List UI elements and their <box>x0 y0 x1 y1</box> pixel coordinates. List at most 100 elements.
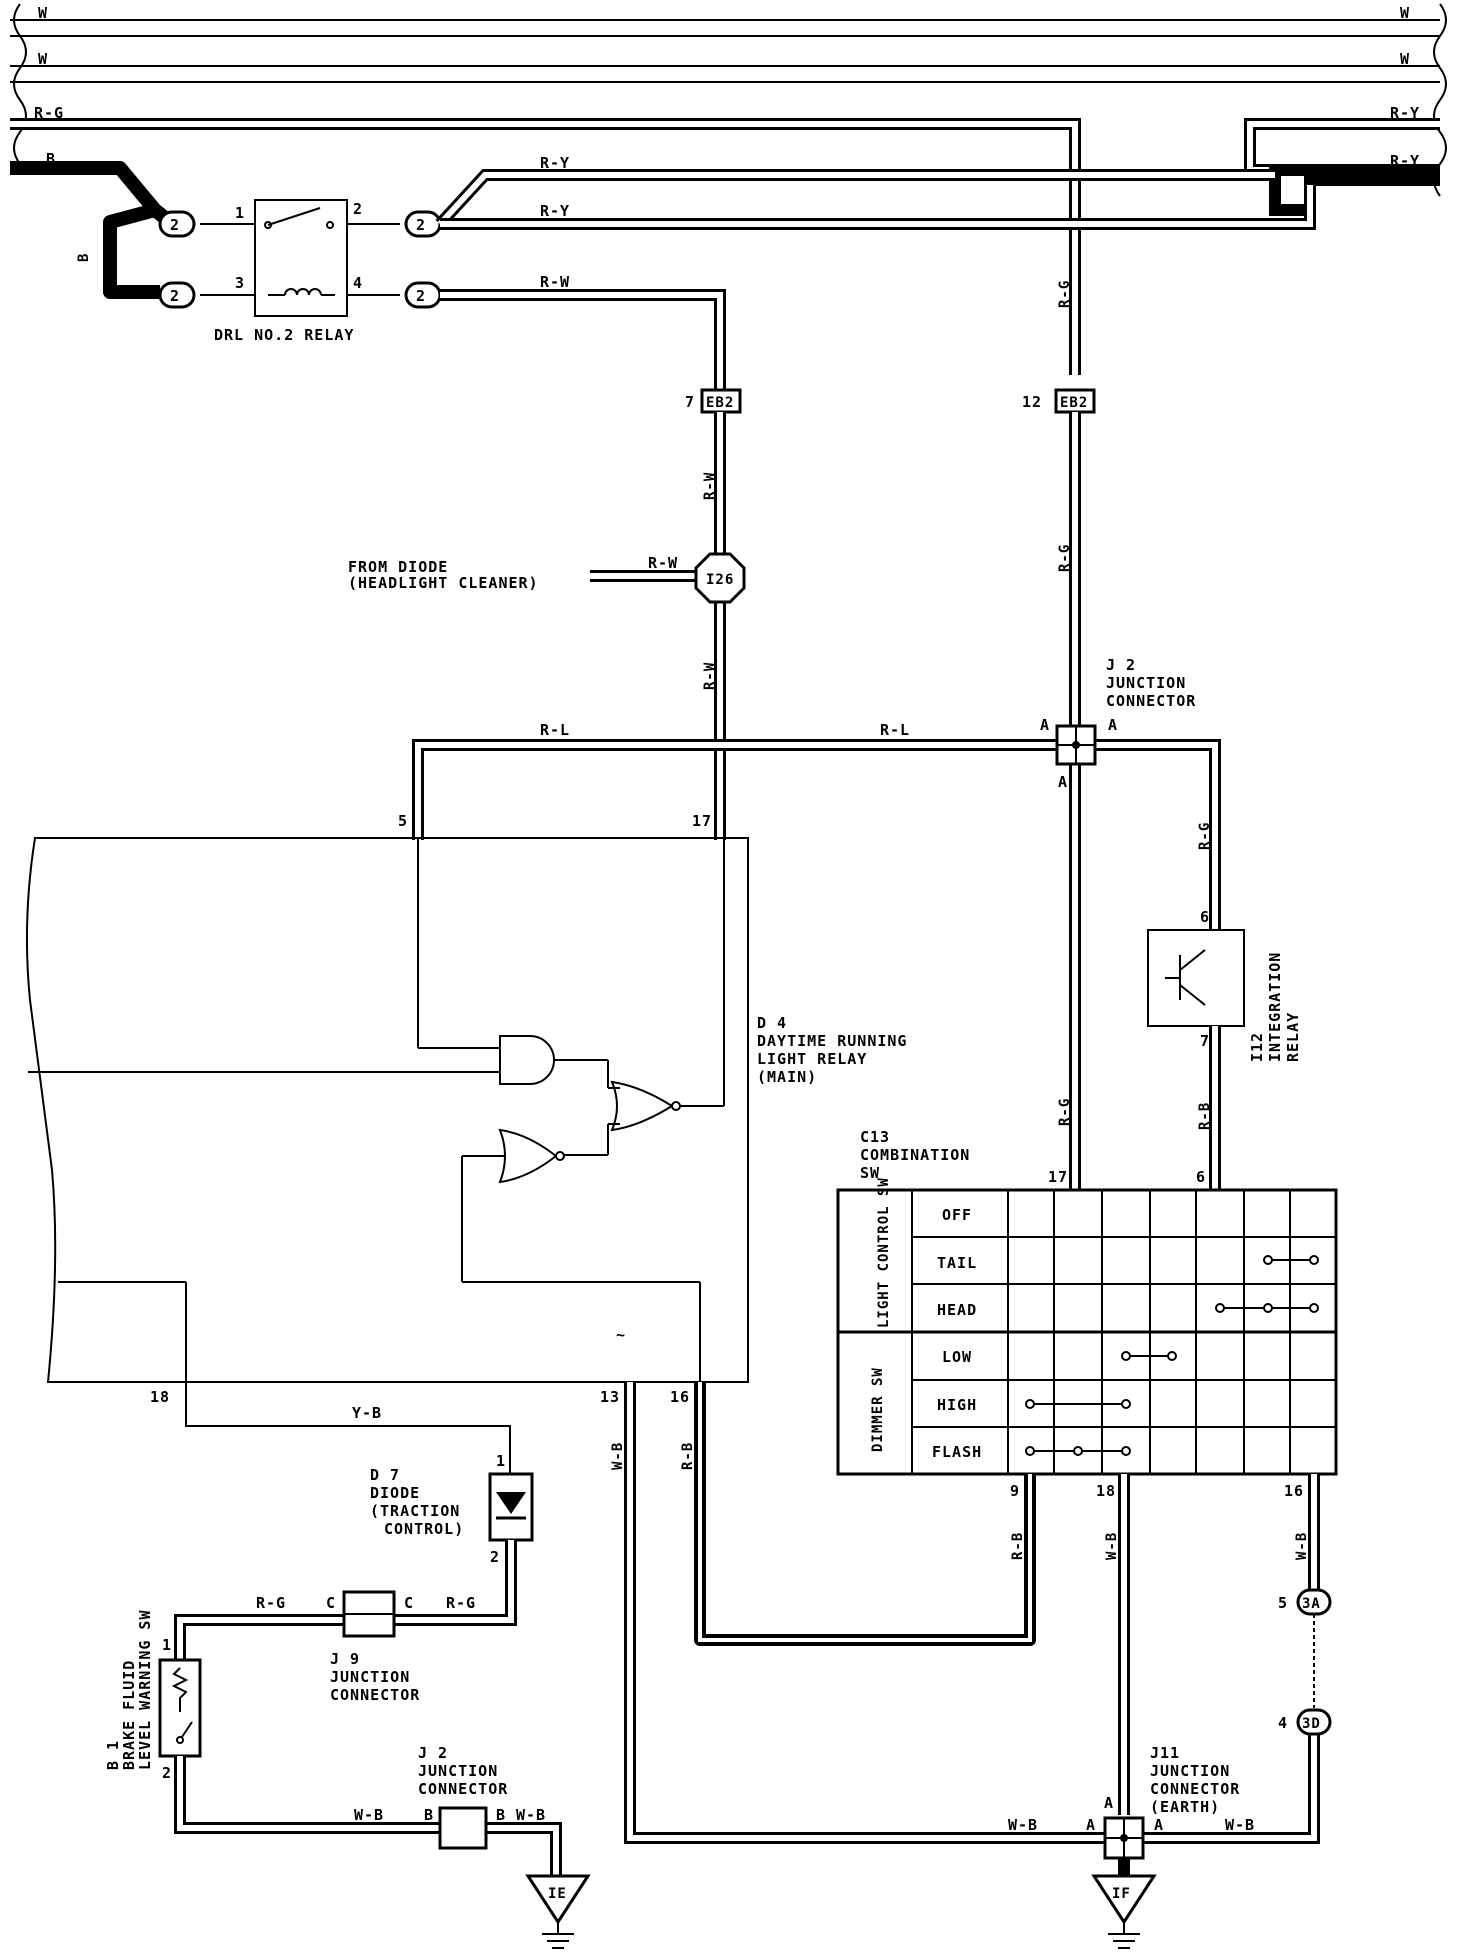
i12-integration-relay: 6 7 I12 INTEGRATION RELAY <box>1147 908 1302 1062</box>
c13-contacts <box>1025 1255 1319 1456</box>
relay-pin: 2 <box>353 200 363 218</box>
c13-row-label: FLASH <box>932 1443 982 1461</box>
svg-text:1: 1 <box>162 1636 172 1654</box>
svg-text:17: 17 <box>1048 1168 1068 1186</box>
svg-text:JUNCTION: JUNCTION <box>418 1762 498 1780</box>
svg-text:J 2: J 2 <box>1106 656 1136 674</box>
svg-text:(HEADLIGHT CLEANER): (HEADLIGHT CLEANER) <box>348 574 539 592</box>
wire-label: R-W <box>540 273 570 291</box>
svg-text:R-B: R-B <box>1010 1532 1026 1560</box>
svg-text:LEVEL WARNING SW: LEVEL WARNING SW <box>136 1610 154 1771</box>
connector-3d: 3D 4 <box>1278 1708 1332 1736</box>
svg-text:B: B <box>496 1806 506 1824</box>
svg-text:I12: I12 <box>1248 1032 1266 1062</box>
svg-text:J 9: J 9 <box>330 1650 360 1668</box>
r-l-wire: R-L R-L R-G <box>412 721 1221 945</box>
svg-text:13: 13 <box>600 1388 620 1406</box>
svg-text:JUNCTION: JUNCTION <box>1150 1762 1230 1780</box>
svg-text:6: 6 <box>1196 1168 1206 1186</box>
j2-junction-connector-bottom: B B J 2 JUNCTION CONNECTOR <box>418 1744 508 1850</box>
c13-combination-switch: C13 COMBINATION SW 17 6 9 18 16 OFF TAIL… <box>836 1128 1338 1500</box>
svg-text:B 1: B 1 <box>104 1740 122 1770</box>
svg-text:16: 16 <box>670 1388 690 1406</box>
relay-label: DRL NO.2 RELAY <box>214 326 354 344</box>
wire-label: R-Y <box>1390 104 1420 122</box>
svg-text:4: 4 <box>1278 1714 1288 1732</box>
c13-row-label: OFF <box>942 1206 972 1224</box>
connector-eb2-right: EB2 12 <box>1022 388 1096 414</box>
relay-output-wires: R-Y R-Y R-W <box>435 154 1316 390</box>
svg-text:A: A <box>1040 716 1050 734</box>
svg-text:W-B: W-B <box>354 1806 384 1824</box>
svg-text:W-B: W-B <box>1008 1816 1038 1834</box>
wire-label: R-Y <box>540 202 570 220</box>
svg-text:R-G: R-G <box>256 1594 286 1612</box>
r-g-vertical: R-G R-G R-G <box>1057 280 1081 1190</box>
svg-text:16: 16 <box>1284 1482 1304 1500</box>
wire-label: B <box>76 253 92 262</box>
svg-text:18: 18 <box>1096 1482 1116 1500</box>
svg-text:9: 9 <box>1010 1482 1020 1500</box>
svg-text:W-B: W-B <box>516 1806 546 1824</box>
ground-ie: IE <box>525 1874 591 1949</box>
svg-text:1: 1 <box>496 1452 506 1470</box>
relay-pin: 3 <box>235 274 245 292</box>
svg-text:LIGHT RELAY: LIGHT RELAY <box>757 1050 867 1068</box>
svg-text:CONNECTOR: CONNECTOR <box>1106 692 1196 710</box>
svg-text:R-W: R-W <box>702 662 718 690</box>
svg-text:R-G: R-G <box>1197 822 1213 850</box>
j11-junction-connector-earth: A A A J11 JUNCTION CONNECTOR (EARTH) <box>1086 1744 1239 1860</box>
r-w-vertical: R-W R-W R-W FROM DIODE (HEADLIGHT CLEANE… <box>348 412 726 840</box>
svg-text:12: 12 <box>1022 393 1042 411</box>
wire-label: R-Y <box>1390 152 1420 170</box>
c13-row-label: LOW <box>942 1348 972 1366</box>
b1-brake-fluid-level-warning-switch: 1 2 B 1 BRAKE FLUID LEVEL WARNING SW <box>104 1610 202 1782</box>
svg-text:R-L: R-L <box>880 721 910 739</box>
svg-text:(EARTH): (EARTH) <box>1150 1798 1220 1816</box>
svg-text:A: A <box>1154 1816 1164 1834</box>
svg-text:EB2: EB2 <box>706 395 734 411</box>
svg-text:DIODE: DIODE <box>370 1484 420 1502</box>
d4-daytime-running-light-relay: 5 17 18 13 16 D 4 DAYTIME RUNNING LIGHT … <box>25 812 907 1406</box>
wire-label: W <box>1400 50 1410 68</box>
svg-text:5: 5 <box>1278 1594 1288 1612</box>
svg-text:2: 2 <box>416 216 426 234</box>
svg-text:CONNECTOR: CONNECTOR <box>418 1780 508 1798</box>
svg-text:CONTROL): CONTROL) <box>384 1520 464 1538</box>
svg-text:INTEGRATION: INTEGRATION <box>1266 952 1284 1062</box>
d7-diode-traction-control: 1 2 D 7 DIODE (TRACTION CONTROL) <box>370 1452 534 1566</box>
connector-i26: I26 <box>694 552 746 604</box>
c13-row-label: HEAD <box>937 1301 977 1319</box>
svg-text:A: A <box>1086 1816 1096 1834</box>
svg-text:JUNCTION: JUNCTION <box>1106 674 1186 692</box>
svg-text:DAYTIME RUNNING: DAYTIME RUNNING <box>757 1032 907 1050</box>
svg-text:2: 2 <box>170 287 180 305</box>
connector-2: 2 <box>158 281 196 309</box>
svg-text:BRAKE FLUID: BRAKE FLUID <box>120 1660 138 1770</box>
wire-label: W <box>38 4 48 22</box>
svg-text:2: 2 <box>490 1548 500 1566</box>
wire-label: W <box>38 50 48 68</box>
shield-mark: ~ <box>616 1326 626 1344</box>
wire-label: R-Y <box>540 154 570 172</box>
r-b-integ: R-B <box>1197 1026 1221 1190</box>
svg-text:A: A <box>1058 773 1068 791</box>
svg-text:(MAIN): (MAIN) <box>757 1068 817 1086</box>
bottom-wires: Y-B W-B R-B R-B W-B W-B W-B W-B <box>185 1382 1320 1876</box>
wire-label: W <box>1400 4 1410 22</box>
drl-no2-relay: 1 2 3 4 DRL NO.2 RELAY 2 2 2 2 <box>158 199 442 344</box>
svg-text:C: C <box>404 1594 414 1612</box>
svg-text:R-B: R-B <box>1197 1102 1213 1130</box>
svg-text:R-W: R-W <box>648 554 678 572</box>
c13-row-label: TAIL <box>937 1254 977 1272</box>
c13-row-label: HIGH <box>937 1396 977 1414</box>
connector-3a: 3A 5 <box>1278 1588 1332 1616</box>
svg-text:R-B: R-B <box>680 1442 696 1470</box>
svg-text:SW: SW <box>860 1164 880 1182</box>
svg-text:DIMMER SW: DIMMER SW <box>870 1367 886 1452</box>
from-diode-label: FROM DIODE <box>348 558 448 576</box>
ground-if: IF <box>1091 1874 1157 1949</box>
svg-text:6: 6 <box>1200 908 1210 926</box>
svg-text:D 4: D 4 <box>757 1014 787 1032</box>
